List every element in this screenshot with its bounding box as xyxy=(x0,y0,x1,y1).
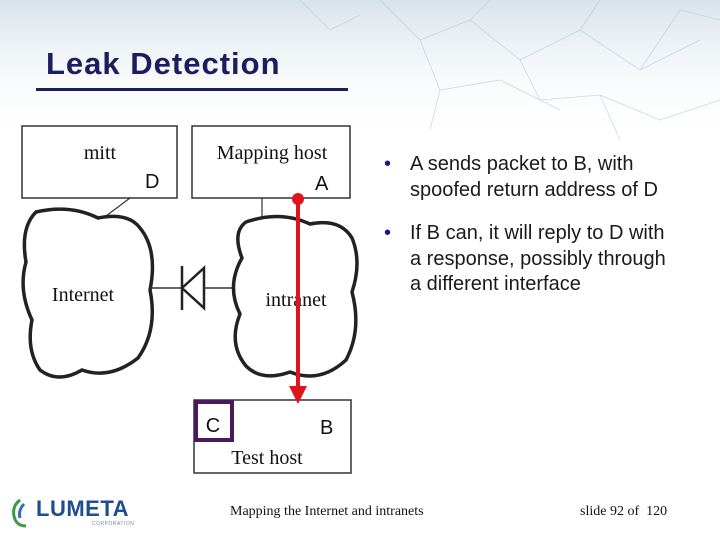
packet-arrow xyxy=(289,193,307,404)
bullet-item: • A sends packet to B, with spoofed retu… xyxy=(380,152,670,203)
d-label: D xyxy=(145,171,159,193)
bullet-icon: • xyxy=(384,153,392,175)
mitt-box xyxy=(21,125,178,199)
logo-mark-icon xyxy=(12,498,27,528)
bullet-text: If B can, it will reply to D with a resp… xyxy=(410,222,666,295)
bullet-icon: • xyxy=(384,222,392,244)
intranet-cloud xyxy=(231,214,359,378)
bullet-text: A sends packet to B, with spoofed return… xyxy=(410,153,658,201)
c-label: C xyxy=(206,415,220,437)
c-box xyxy=(194,400,234,442)
logo-text: LUMETA xyxy=(36,496,130,521)
bullet-list: • A sends packet to B, with spoofed retu… xyxy=(380,152,670,316)
lumeta-logo: LUMETA CORPORATION xyxy=(10,496,135,532)
b-label: B xyxy=(320,417,333,439)
mapping-host-label: Mapping host xyxy=(217,142,328,164)
logo-subtext: CORPORATION xyxy=(92,521,135,527)
slide-title: Leak Detection xyxy=(46,46,281,81)
a-label: A xyxy=(315,173,329,195)
title-underline xyxy=(36,88,348,91)
footer-title: Mapping the Internet and intranets xyxy=(230,504,424,519)
internet-cloud xyxy=(21,207,155,379)
diode-icon xyxy=(180,265,206,311)
mapping-host-box xyxy=(191,125,351,199)
internet-label: Internet xyxy=(52,284,115,306)
slide-number: slide 92 of 120 xyxy=(580,504,668,519)
mitt-label: mitt xyxy=(84,142,117,164)
test-host-label: Test host xyxy=(231,447,303,469)
bullet-item: • If B can, it will reply to D with a re… xyxy=(380,221,670,298)
